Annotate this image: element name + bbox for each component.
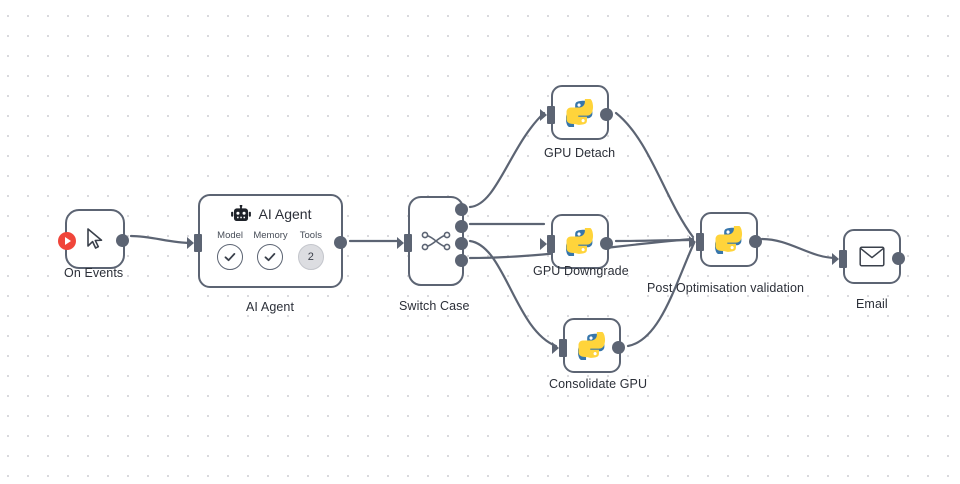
- label-on-events: On Events: [64, 266, 124, 280]
- node-ai-agent[interactable]: AI Agent Model Memory To: [187, 194, 347, 288]
- play-icon[interactable]: [58, 232, 76, 250]
- ai-agent-slot-model[interactable]: Model: [217, 230, 244, 270]
- port-out-switch-case-2[interactable]: [455, 220, 468, 233]
- node-consolidate-gpu[interactable]: [552, 318, 625, 373]
- edge-switch-1-to-gpu-detach: [468, 111, 546, 209]
- port-out-consolidate-gpu[interactable]: [612, 341, 625, 354]
- node-gpu-detach[interactable]: [540, 85, 613, 140]
- python-icon: [566, 98, 594, 127]
- port-out-switch-case-1[interactable]: [455, 203, 468, 216]
- port-in-email[interactable]: [832, 250, 847, 268]
- label-ai-agent: AI Agent: [246, 300, 295, 314]
- node-on-events[interactable]: [58, 209, 129, 269]
- port-in-gpu-detach[interactable]: [540, 106, 555, 124]
- node-post-optimisation-validation[interactable]: [689, 212, 762, 267]
- label-email: Email: [856, 297, 888, 311]
- node-gpu-downgrade[interactable]: [540, 214, 613, 269]
- edge-post-optimisation-to-email: [760, 237, 838, 260]
- edge-on-events-to-ai-agent: [129, 234, 193, 245]
- port-in-post-optimisation-validation[interactable]: [689, 233, 704, 251]
- check-circle-icon-memory: [257, 244, 284, 270]
- port-out-switch-case-4[interactable]: [455, 254, 468, 267]
- cursor-arrow-icon: [87, 228, 103, 249]
- shuffle-icon: [421, 231, 451, 251]
- port-in-ai-agent[interactable]: [187, 234, 202, 252]
- edge-gpu-downgrade-to-post-optimisation: [614, 238, 695, 243]
- ai-agent-slot-tools[interactable]: Tools 2: [297, 230, 324, 270]
- label-switch-case: Switch Case: [399, 299, 470, 313]
- ai-agent-title: AI Agent: [258, 206, 312, 222]
- port-out-switch-case-3[interactable]: [455, 237, 468, 250]
- ai-agent-slots: Model Memory Tools 2: [208, 230, 333, 270]
- ai-agent-header: AI Agent: [208, 205, 333, 223]
- ai-agent-slot-memory[interactable]: Memory: [253, 230, 288, 270]
- robot-icon: [230, 205, 251, 222]
- slot-label-model: Model: [217, 230, 244, 241]
- label-gpu-detach: GPU Detach: [544, 146, 616, 160]
- edge-switch-3-to-consolidate-gpu: [468, 239, 558, 348]
- port-out-gpu-detach[interactable]: [600, 108, 613, 121]
- port-in-consolidate-gpu[interactable]: [552, 339, 567, 357]
- label-gpu-downgrade: GPU Downgrade: [533, 264, 629, 278]
- python-icon: [566, 227, 594, 256]
- slot-label-memory: Memory: [253, 230, 288, 241]
- port-in-switch-case[interactable]: [397, 234, 412, 252]
- label-post-optimisation-validation: Post Optimisation validation: [647, 281, 805, 295]
- label-consolidate-gpu: Consolidate GPU: [549, 377, 648, 391]
- port-out-on-events[interactable]: [116, 234, 129, 247]
- node-switch-case[interactable]: [397, 196, 468, 286]
- check-circle-icon-model: [217, 244, 244, 270]
- port-out-ai-agent[interactable]: [334, 236, 347, 249]
- port-out-gpu-downgrade[interactable]: [600, 237, 613, 250]
- port-out-post-optimisation-validation[interactable]: [749, 235, 762, 248]
- port-out-email[interactable]: [892, 252, 905, 265]
- python-icon: [715, 225, 743, 254]
- envelope-icon: [859, 246, 885, 267]
- port-in-gpu-downgrade[interactable]: [540, 235, 555, 253]
- python-icon: [578, 331, 606, 360]
- slot-label-tools: Tools: [299, 230, 322, 241]
- node-email[interactable]: [832, 229, 905, 284]
- tools-count-badge: 2: [297, 244, 324, 270]
- edge-gpu-detach-to-post-optimisation: [614, 111, 695, 239]
